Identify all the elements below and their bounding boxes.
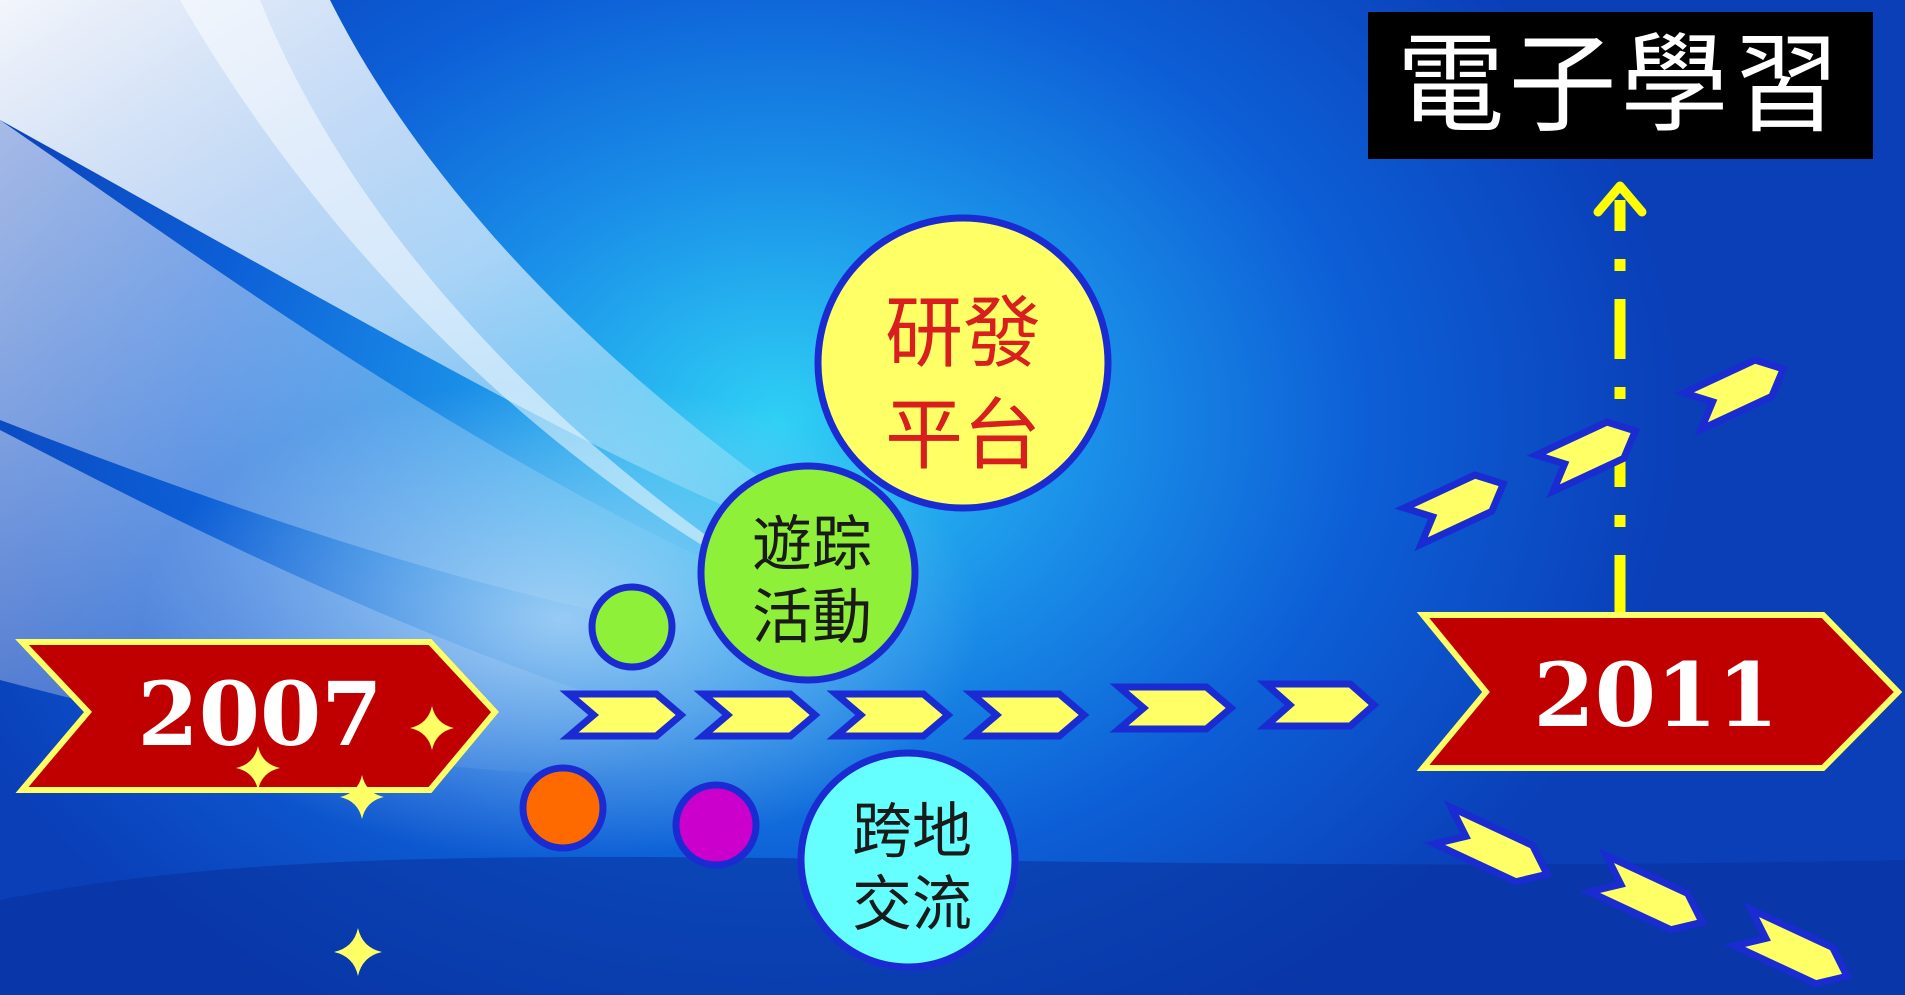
chevron-arrow-icon [1526,418,1641,499]
topic-cross-region-exchange-line1: 跨地 [852,797,972,867]
end-year-label: 2011 [1534,643,1779,747]
sparkle-icon [340,775,384,819]
chevron-arrow-icon [693,690,821,740]
chevron-arrow-icon [962,690,1090,740]
dot-green [588,583,676,671]
chevron-arrow-icon [1723,902,1853,988]
end-year-banner: 2011 [1416,612,1903,771]
title-box: 電子學習 [1368,12,1873,159]
chevron-arrow-icon [826,690,954,740]
decorative-dots [519,583,760,869]
chevron-arrow-icon [1423,800,1553,886]
chevron-arrow-icon [1674,356,1789,437]
chevron-arrow-icon [1109,683,1237,733]
start-year-label: 2007 [138,662,383,766]
topic-cross-region-exchange-line2: 交流 [852,870,972,940]
title-text: 電子學習 [1396,22,1845,148]
topic-rd-platform-line1: 研發 [885,289,1041,379]
sparkle-icon [236,746,280,790]
dot-orange [519,764,607,852]
topic-rd-platform: 研發 平台 [814,214,1112,512]
chevron-arrow-icon [1394,471,1509,552]
chevron-arrow-icon [559,690,687,740]
topic-tour-activity-line2: 活動 [752,583,872,653]
topic-tour-activity: 遊踪 活動 [697,462,919,684]
chevron-arrow-icon [1256,680,1380,730]
topic-tour-activity-line1: 遊踪 [752,510,872,580]
sparkle-icon [334,928,382,976]
start-year-banner: 2007 [15,639,499,793]
sparkles [236,706,454,976]
topic-cross-region-exchange: 跨地 交流 [797,749,1019,971]
dot-purple [672,781,760,869]
sparkle-icon [410,706,454,750]
timeline-chevrons [559,356,1853,988]
chevron-arrow-icon [1578,848,1708,934]
up-arrow-icon [1593,181,1647,615]
topic-rd-platform-line2: 平台 [885,391,1041,481]
